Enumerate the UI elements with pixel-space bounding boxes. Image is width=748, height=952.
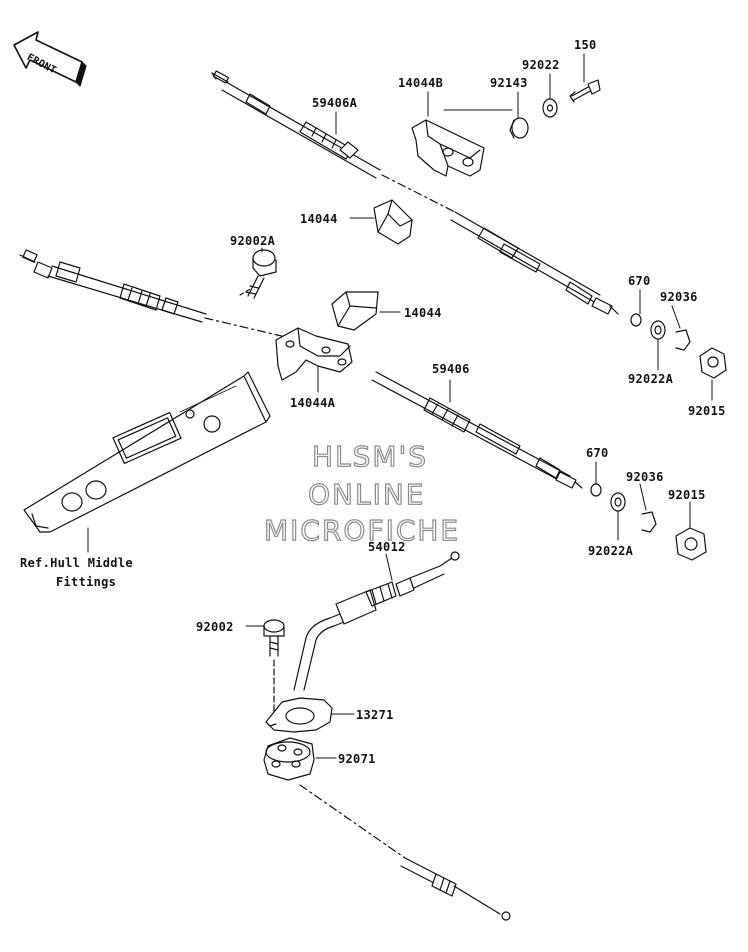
callout-13271: 13271 <box>356 708 394 722</box>
clip-14044-middle <box>331 291 379 331</box>
callout-14044a: 14044A <box>290 396 336 410</box>
cable-59406a <box>211 70 381 179</box>
nut-92015-lower <box>675 527 707 561</box>
cable-54012 <box>293 551 460 691</box>
washer-92022-hole <box>546 104 554 112</box>
clip-14044-upper <box>373 199 413 245</box>
callout-92022a-lower: 92022A <box>588 544 634 558</box>
callout-92022: 92022 <box>522 58 560 72</box>
watermark-line-2: ONLINE <box>307 477 426 511</box>
callout-670-upper: 670 <box>628 274 651 288</box>
cable-end-54012 <box>400 857 511 921</box>
clip-92036-lower <box>641 511 657 533</box>
callout-150: 150 <box>574 38 597 52</box>
leader-lines <box>87 53 713 759</box>
callout-14044-middle: 14044 <box>404 306 442 320</box>
callout-92002: 92002 <box>196 620 234 634</box>
washer-92022a-upper <box>650 320 666 340</box>
callout-59406: 59406 <box>432 362 470 376</box>
callout-ref-hull-line-2: Fittings <box>56 575 117 589</box>
bracket-14044b <box>411 109 513 177</box>
watermark-line-1: HLSM'S <box>311 439 429 473</box>
o-ring-670-upper <box>630 313 642 327</box>
cable-59406 <box>371 371 583 489</box>
bolt-92002 <box>263 619 285 713</box>
callout-54012: 54012 <box>368 540 406 554</box>
plate-13271 <box>265 697 333 733</box>
callout-92071: 92071 <box>338 752 376 766</box>
grommet-92071 <box>263 737 315 781</box>
callout-ref-hull-line-1: Ref.Hull Middle <box>20 556 133 570</box>
hull-middle-fittings <box>23 371 271 533</box>
callout-92015-upper: 92015 <box>688 404 726 418</box>
callout-92022a-upper: 92022A <box>628 372 674 386</box>
watermark-line-3: MICROFICHE <box>263 513 461 547</box>
callout-92036-lower: 92036 <box>626 470 664 484</box>
bolt-150 <box>569 79 601 103</box>
callout-14044-upper: 14044 <box>300 212 338 226</box>
cable-59406a-rear <box>450 211 619 315</box>
bracket-14044a <box>275 327 353 381</box>
callout-92143: 92143 <box>490 76 528 90</box>
callout-670-lower: 670 <box>586 446 609 460</box>
clip-92036-upper <box>675 329 691 351</box>
cable-59406-front <box>19 249 207 323</box>
callout-59406a: 59406A <box>312 96 358 110</box>
callout-92002a: 92002A <box>230 234 276 248</box>
washer-92022 <box>542 98 558 118</box>
o-ring-670-lower <box>590 483 602 497</box>
collar-92143 <box>509 117 529 139</box>
washer-92022a-lower <box>610 492 626 512</box>
nut-92015-upper <box>699 347 727 379</box>
bolt-92002a <box>245 249 277 299</box>
front-arrow-icon <box>13 31 87 87</box>
callout-14044b: 14044B <box>398 76 444 90</box>
callout-92036-upper: 92036 <box>660 290 698 304</box>
callout-92015-lower: 92015 <box>668 488 706 502</box>
